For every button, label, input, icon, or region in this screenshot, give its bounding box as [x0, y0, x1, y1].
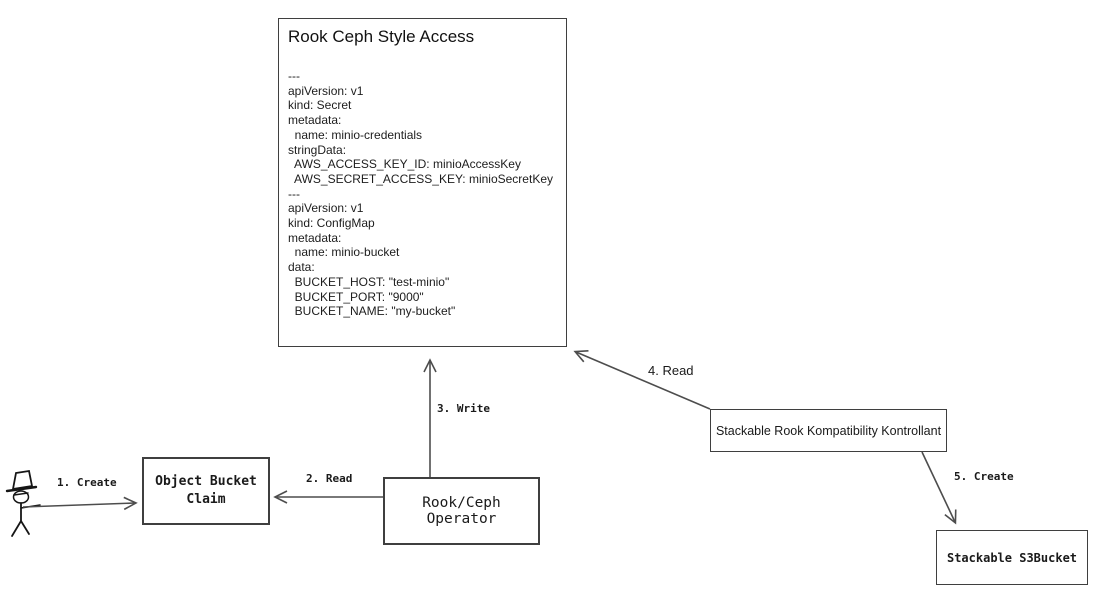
arrow-label-1-create: 1. Create: [57, 476, 117, 489]
arrow-label-3-write: 3. Write: [437, 402, 490, 415]
actor-hat: [11, 469, 34, 491]
node-label: Stackable S3Bucket: [946, 550, 1078, 565]
yaml-manifest: --- apiVersion: v1 kind: Secret metadata…: [288, 69, 553, 319]
node-stackable-s3bucket: Stackable S3Bucket: [936, 530, 1088, 585]
arrow-label-4-read: 4. Read: [648, 363, 694, 378]
arrow-label-5-create: 5. Create: [954, 470, 1014, 483]
user-actor-icon: [5, 469, 41, 537]
node-object-bucket-claim: Object Bucket Claim: [142, 457, 270, 525]
arrow-5-create: [921, 451, 957, 525]
arrow-label-2-read: 2. Read: [306, 472, 353, 485]
actor-legs: [11, 519, 30, 537]
node-label: Stackable Rook Kompatibility Kontrollant: [715, 423, 942, 438]
actor-hat-brim: [5, 485, 38, 493]
node-rook-ceph-operator: Rook/Ceph Operator: [383, 477, 540, 545]
node-title: Rook Ceph Style Access: [288, 27, 475, 46]
node-label: Object Bucket Claim: [155, 473, 257, 507]
node-rook-ceph-style-access: Rook Ceph Style Access --- apiVersion: v…: [278, 18, 567, 347]
arrow-1-create: [22, 496, 138, 511]
node-stackable-rook-kompatibility-kontrollant: Stackable Rook Kompatibility Kontrollant: [710, 409, 947, 452]
actor-glasses: [13, 492, 29, 496]
node-label: Rook/Ceph Operator: [422, 495, 501, 527]
arrow-4-read: [573, 349, 711, 410]
